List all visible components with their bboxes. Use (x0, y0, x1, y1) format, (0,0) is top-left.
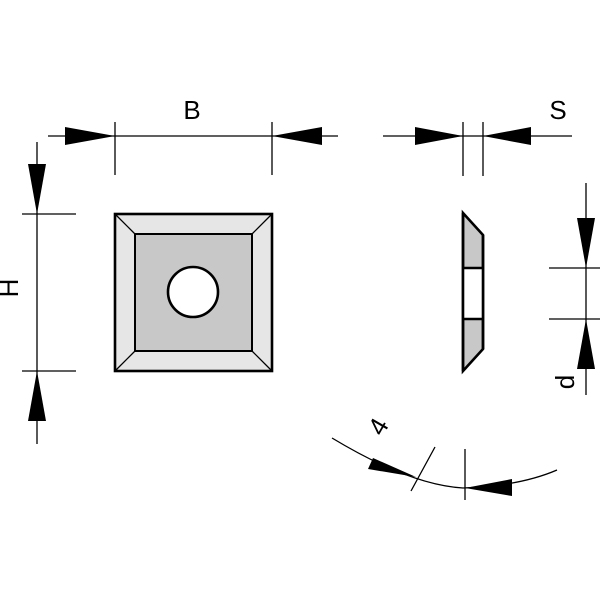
width-label: B (183, 95, 200, 125)
angle-label: 4 (362, 413, 395, 441)
arrow-left-icon (483, 127, 531, 145)
bevel-corner-line (251, 213, 273, 235)
arrow-down-icon (577, 218, 595, 268)
arrow-right-icon (65, 127, 115, 145)
arrow-right-icon (415, 127, 463, 145)
height-label: H (0, 279, 24, 298)
mounting-hole (166, 265, 220, 319)
hole-label: d (550, 375, 580, 389)
arrow-down-icon (28, 164, 46, 214)
arrow-left-icon (272, 127, 322, 145)
dimension-hole: d (549, 183, 600, 395)
dimension-height: H (0, 142, 76, 444)
arrow-right-icon (368, 458, 416, 477)
arrow-left-icon (465, 479, 512, 496)
insert-side-view (461, 209, 485, 375)
bevel-corner-line (114, 350, 136, 372)
angle-arc (331, 437, 558, 489)
arrow-up-icon (28, 371, 46, 421)
hole-section (464, 268, 482, 319)
dimension-width: B (48, 95, 338, 175)
bevel-corner-line (251, 350, 273, 372)
dimension-thickness: S (383, 95, 572, 176)
arrow-up-icon (577, 319, 595, 369)
insert-front-view (113, 212, 274, 373)
bevel-corner-line (114, 213, 136, 235)
thickness-label: S (549, 95, 566, 125)
angle-extension-line (410, 446, 436, 492)
dimension-angle: 4 (331, 413, 558, 500)
